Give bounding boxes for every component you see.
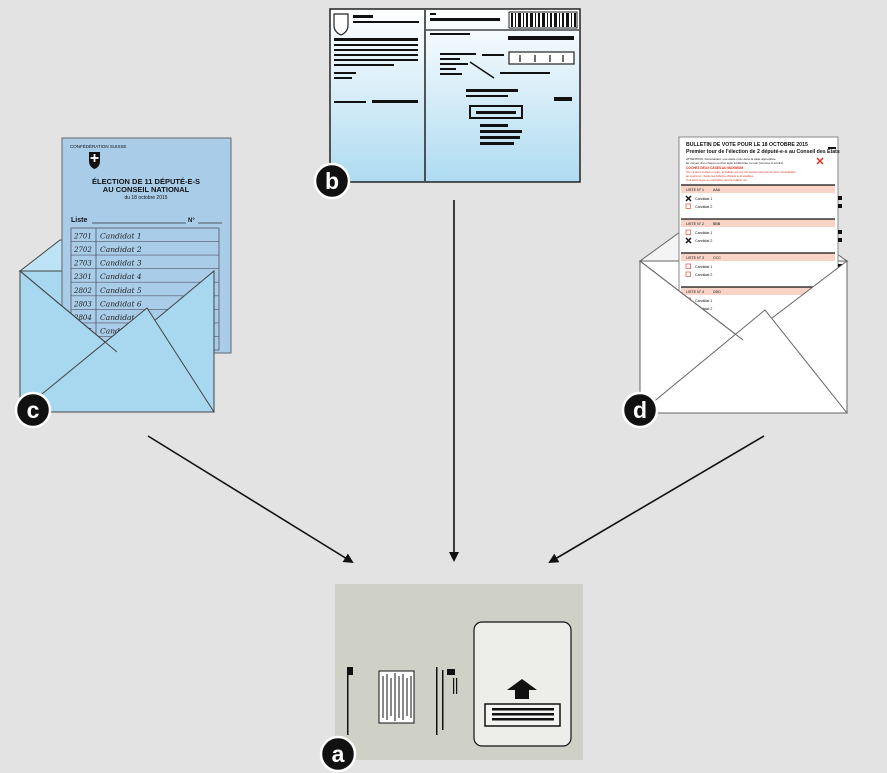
ballot-d-sheet: BULLETIN DE VOTE POUR LE 18 OCTOBRE 2015… xyxy=(678,136,842,345)
ballot-d-list-band xyxy=(681,253,835,261)
flow-arrows xyxy=(147,200,765,564)
marker-b: b xyxy=(313,162,351,200)
ballot-c-liste-label: Liste xyxy=(71,217,87,224)
ballot-c-title-1: ÉLECTION DE 11 DÉPUTÉ-E-S xyxy=(92,177,200,186)
ballot-d-candidate: Candidat 1 xyxy=(695,197,712,201)
ballot-d-notice-1: ATTENTION ! Dorénavant, une seule croix … xyxy=(686,157,776,161)
ballot-c-row-number: 2301 xyxy=(73,273,92,281)
envelope-d: BULLETIN DE VOTE POUR LE 18 OCTOBRE 2015… xyxy=(638,136,849,414)
ballot-d-warn-1: COCHEZ DEUX CASES AU MAXIMUM xyxy=(686,166,743,170)
voting-machine-a xyxy=(335,584,583,760)
ballot-d-list-band xyxy=(681,219,835,227)
ballot-c-row-name: Candidat 2 xyxy=(100,245,142,254)
marker-a-label: a xyxy=(332,741,345,767)
ballot-c-no-label: N° xyxy=(188,218,195,224)
ballot-d-title-2: Premier tour de l'élection de 2 député-e… xyxy=(686,149,840,155)
card-reader-icon xyxy=(378,670,415,724)
ballot-c-row-name: Candidat 6 xyxy=(100,299,142,308)
ballot-d-checkbox xyxy=(685,263,691,269)
marker-b-label: b xyxy=(325,168,339,194)
ballot-box-icon xyxy=(473,621,572,747)
ballot-c-row-name: Candidat 3 xyxy=(100,259,142,268)
marker-d-label: d xyxy=(633,397,647,423)
ballot-d-warn-2: S'il y a deux coches ou plus, le bulleti… xyxy=(686,170,796,174)
pen-holder-icon xyxy=(436,667,458,735)
marker-d: d xyxy=(621,391,659,429)
ballot-d-title-1: BULLETIN DE VOTE POUR LE 18 OCTOBRE 2015 xyxy=(686,142,808,148)
ballot-d-candidate: Candidat 2 xyxy=(695,239,712,243)
ballot-d-timing-mark xyxy=(838,230,842,234)
ballot-d-list-band xyxy=(681,185,835,193)
ballot-d-list-code: BBB xyxy=(713,222,721,226)
ballot-d-check-mark xyxy=(685,237,692,244)
marker-c-label: c xyxy=(27,397,40,423)
ballot-d-candidate: Candidat 1 xyxy=(695,265,712,269)
ballot-c-row-number: 2803 xyxy=(73,300,92,308)
ballot-d-checkbox xyxy=(685,271,691,277)
ballot-c-row-name: Candidat 5 xyxy=(100,286,142,295)
ballot-d-checkbox xyxy=(685,229,691,235)
ballot-d-warn-3: au maximum. Seuls les bulletins officiel… xyxy=(686,174,754,178)
ballot-c-row-number: 2804 xyxy=(73,314,92,322)
ballot-d-list-label: LISTE N° 1 xyxy=(686,188,704,192)
ballot-d-list-label: LISTE N° 3 xyxy=(686,256,704,260)
ballot-c-row-number: 2703 xyxy=(73,260,92,268)
ballot-d-check-mark xyxy=(685,195,692,202)
ballot-c-row-number: 2802 xyxy=(73,287,92,295)
ballot-d-list-band xyxy=(681,287,835,295)
ballot-d-candidate: Candidat 1 xyxy=(695,231,712,235)
ballot-b-form xyxy=(329,8,581,183)
barcode-icon xyxy=(508,11,578,29)
ballot-d-checkbox xyxy=(685,203,691,209)
ballot-c-date: du 18 octobre 2015 xyxy=(124,195,167,201)
ballot-d-list-code: CCC xyxy=(713,256,721,260)
ballot-d-candidate: Candidat 2 xyxy=(695,205,712,209)
ballot-c-title-2: AU CONSEIL NATIONAL xyxy=(103,185,190,194)
ballot-d-notice-2: au moyen d'un crayon ou d'un stylo à bil… xyxy=(686,161,783,165)
arrow-c-to-a xyxy=(147,435,354,564)
ballot-c-header: CONFÉDÉRATION SUISSE xyxy=(70,143,126,149)
ballot-c-row-name: Candidat 1 xyxy=(100,232,142,241)
ballot-c-row-number: 2701 xyxy=(73,233,92,241)
ballot-d-list-label: LISTE N° 2 xyxy=(686,222,704,226)
ballot-d-list-code: DDD xyxy=(713,290,721,294)
marker-a: a xyxy=(319,735,357,773)
red-cross-icon xyxy=(816,157,824,165)
ballot-d-candidate: Candidat 1 xyxy=(695,299,712,303)
ballot-d-list-label: LISTE N° 4 xyxy=(686,290,704,294)
ballot-d-list-code: AAA xyxy=(713,188,721,192)
ballot-d-timing-mark xyxy=(838,238,842,242)
ballot-d-timing-mark xyxy=(838,204,842,208)
ballot-c-row-name: Candidat 4 xyxy=(100,272,142,281)
ballot-d-timing-mark xyxy=(838,196,842,200)
swiss-cross-icon xyxy=(89,152,100,169)
arrow-d-to-a xyxy=(548,435,765,564)
ballot-c-row-number: 2702 xyxy=(73,246,92,254)
ballot-d-candidate: Candidat 2 xyxy=(695,307,712,311)
envelope-c: CONFÉDÉRATION SUISSE ÉLECTION DE 11 DÉPU… xyxy=(18,137,232,413)
swiss-shield-icon xyxy=(333,13,349,36)
marker-c: c xyxy=(14,391,52,429)
ballot-d-warn-4: Tout autre signe ou inscription rend le … xyxy=(686,178,748,182)
ballot-d-candidate: Candidat 2 xyxy=(695,273,712,277)
ballot-c-row-name: Candidat 7 xyxy=(100,313,142,322)
